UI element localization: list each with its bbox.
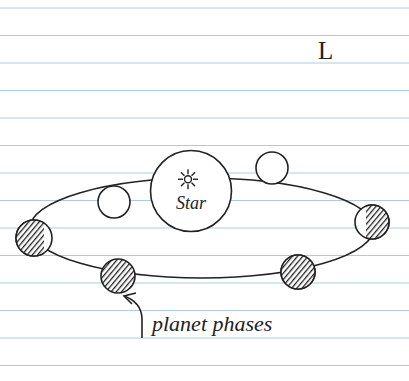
planet-gibbous-dark <box>281 255 315 289</box>
ruled-line <box>0 8 409 9</box>
star-outline <box>151 151 232 232</box>
ruled-line <box>0 35 409 36</box>
arrow-head <box>124 293 136 304</box>
sun-symbol <box>178 169 198 189</box>
planet-crescent <box>16 220 52 256</box>
planet-new <box>101 259 135 293</box>
planet-full <box>98 186 130 218</box>
page-mark: L <box>318 37 333 65</box>
planet-shade <box>281 255 315 289</box>
ruled-line <box>0 283 409 284</box>
planet-shade <box>366 205 389 239</box>
caption-note: planet phases <box>152 312 272 336</box>
ruled-line <box>0 63 409 64</box>
pointer-arrow <box>124 296 142 338</box>
ruled-line <box>0 90 409 91</box>
planet-full <box>256 152 288 184</box>
ruled-line <box>0 338 409 339</box>
planet-half <box>355 205 389 239</box>
ruled-line <box>0 118 409 119</box>
star-label: Star <box>176 194 206 214</box>
ruled-line <box>0 145 409 146</box>
ruled-line <box>0 365 409 366</box>
planet-shade <box>16 220 44 256</box>
star-outline <box>149 149 233 233</box>
star-circle: Star <box>149 149 233 233</box>
ruled-line <box>0 310 409 311</box>
